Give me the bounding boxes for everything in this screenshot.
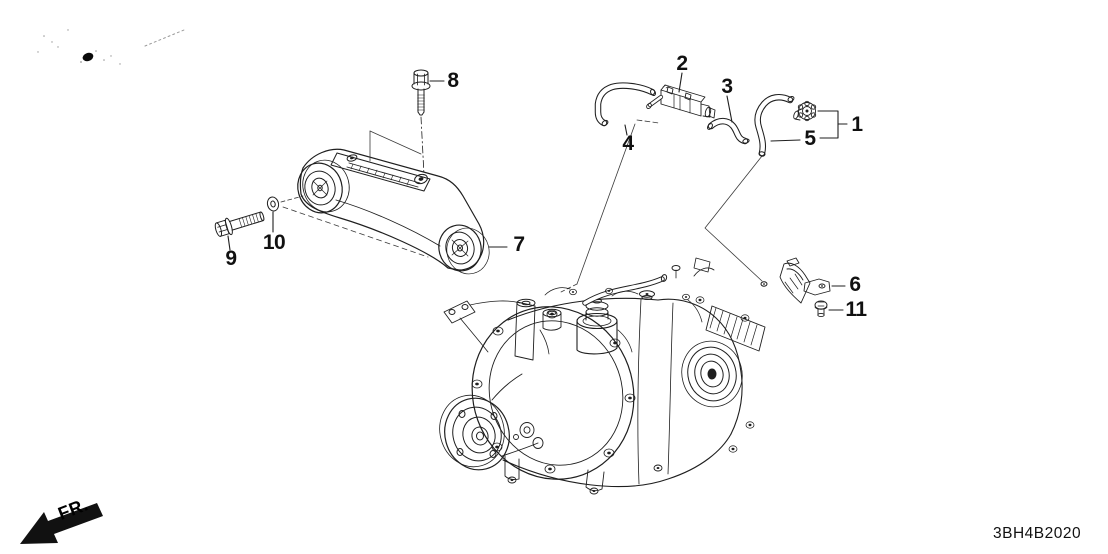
fr-direction-arrow [20, 503, 103, 544]
part-9-flange-bolt [214, 211, 265, 237]
callout-9[interactable]: 9 [225, 247, 237, 270]
callout-4[interactable]: 4 [622, 132, 634, 155]
callout-3[interactable]: 3 [721, 75, 733, 98]
callout-2[interactable]: 2 [676, 52, 688, 75]
callout-7[interactable]: 7 [513, 233, 525, 256]
callout-10[interactable]: 10 [262, 231, 286, 254]
callout-8[interactable]: 8 [447, 69, 459, 92]
callout-5[interactable]: 5 [804, 127, 816, 150]
part-1-hose-clamp [793, 100, 817, 122]
part-11-flange-bolt [814, 300, 828, 318]
callout-6[interactable]: 6 [849, 273, 861, 296]
bolt-8-axis-line [420, 116, 425, 176]
scan-artifact-specks [37, 29, 121, 65]
part-3-breather-hose [707, 117, 750, 145]
part-5-breather-hose [754, 93, 795, 157]
drawing-code: 3BH4B2020 [993, 525, 1082, 542]
callout-1[interactable]: 1 [851, 113, 863, 136]
callout-11[interactable]: 11 [845, 298, 867, 321]
part-4-breather-hose [594, 82, 656, 127]
part-7-mounting-bracket [297, 148, 490, 275]
part-8-flange-bolt [411, 69, 431, 116]
callout-leader-lines [227, 72, 846, 311]
part-10-washer [266, 196, 280, 212]
part-2-joint-clip [646, 84, 716, 119]
scan-artifact-streak [144, 29, 185, 47]
rear-differential-assembly [439, 257, 768, 495]
callout-bracket-1-5 [770, 110, 848, 142]
assembly-guide-lines [280, 119, 763, 293]
part-6-tube-bracket [779, 257, 831, 304]
cover-bolt-lugs [471, 309, 636, 474]
